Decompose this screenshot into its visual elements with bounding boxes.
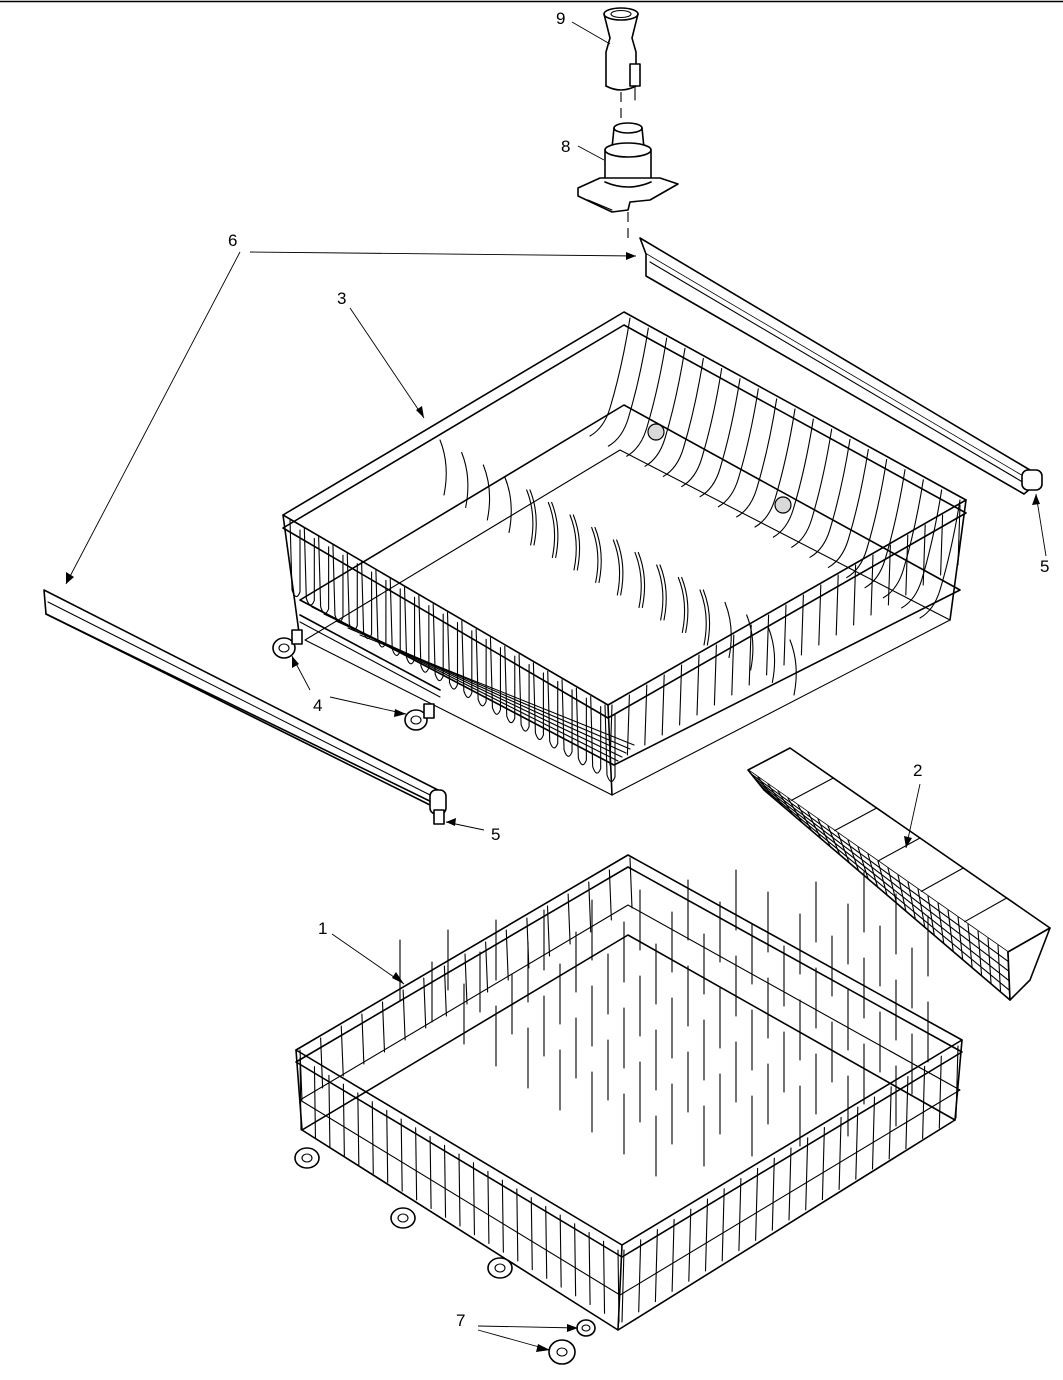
- callout-1: 1: [318, 919, 327, 938]
- callout-9: 9: [556, 9, 565, 28]
- part-4-wheel-a: [272, 629, 303, 659]
- part-3-upper-rack: [282, 311, 967, 796]
- callout-labels: 9 8 6 3 5 4 5 2 1 7: [228, 9, 1049, 1330]
- part-7-wheel-b: [548, 1339, 576, 1365]
- part-6-left-rail: [43, 589, 447, 825]
- part-7-wheel-a: [576, 1319, 596, 1337]
- callout-4: 4: [313, 696, 322, 715]
- callout-3: 3: [337, 289, 346, 308]
- part-9-tube: [603, 7, 641, 101]
- callout-2: 2: [913, 761, 922, 780]
- callout-5-left: 5: [491, 825, 500, 844]
- callout-7: 7: [456, 1311, 465, 1330]
- leader-lines: [65, 21, 1047, 1352]
- callout-5-right: 5: [1040, 557, 1049, 576]
- callout-6: 6: [228, 231, 237, 250]
- part-8-manifold: [577, 122, 679, 213]
- part-4-wheel-b: [404, 703, 435, 731]
- part-6-right-rail: [639, 237, 1043, 495]
- part-2-silverware-basket: [747, 747, 1051, 1001]
- part-1-lower-rack: [294, 854, 963, 1331]
- callout-8: 8: [561, 137, 570, 156]
